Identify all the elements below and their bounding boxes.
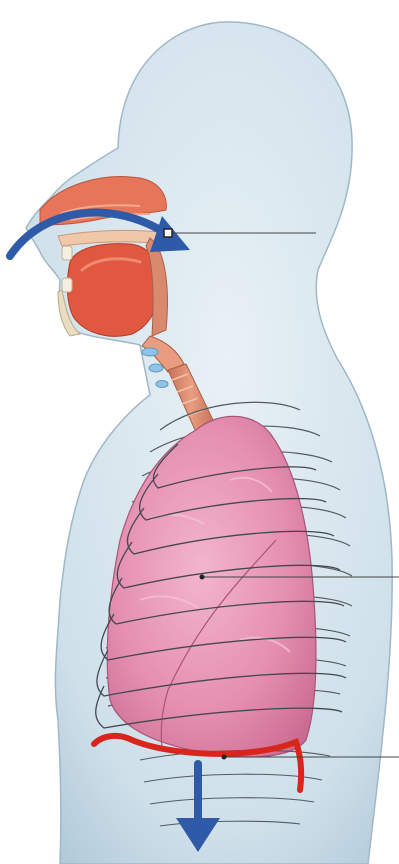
leader-marker-lung	[200, 575, 205, 580]
lower-teeth	[62, 278, 72, 292]
vocal-cartilage-3	[156, 381, 168, 388]
vocal-cartilage-2	[149, 364, 163, 372]
vocal-cartilage-1	[142, 348, 158, 356]
leader-marker-diaphragm	[222, 755, 227, 760]
upper-teeth	[62, 246, 72, 260]
leader-marker-nasal	[164, 229, 172, 237]
